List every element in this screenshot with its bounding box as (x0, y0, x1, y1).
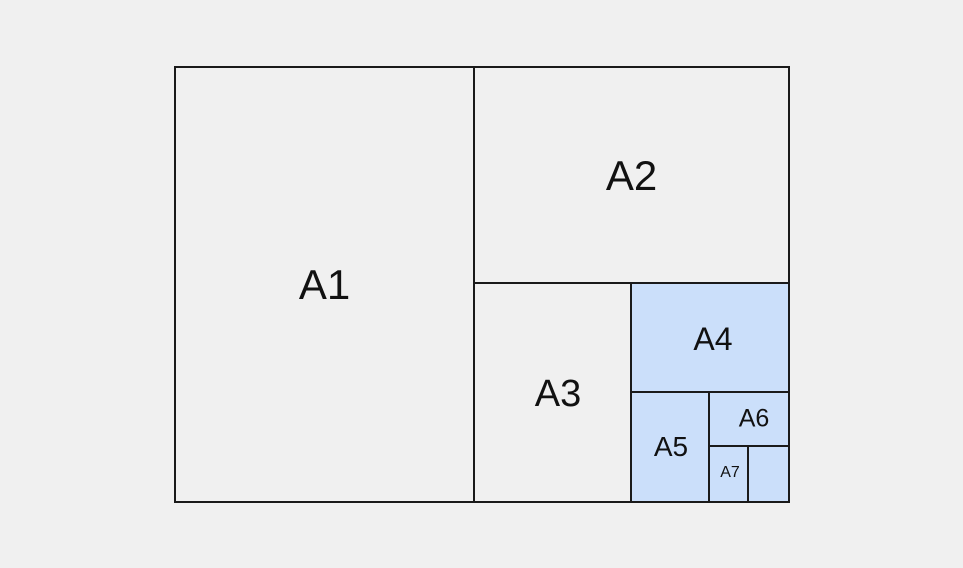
paper-cell-a4[interactable] (631, 283, 789, 392)
outer-border-group (174, 66, 790, 503)
paper-cell-a6[interactable] (709, 392, 789, 446)
paper-cell-a2[interactable] (474, 67, 789, 283)
outer-border (174, 66, 790, 503)
dividers-group (473, 67, 789, 502)
paper-cell-a8[interactable] (748, 446, 789, 502)
paper-cell-a1[interactable] (175, 67, 474, 502)
paper-cell-a3[interactable] (474, 283, 631, 502)
paper-cell-a7[interactable] (709, 446, 748, 502)
cells-group (175, 67, 789, 502)
paper-cell-a5[interactable] (631, 392, 709, 502)
